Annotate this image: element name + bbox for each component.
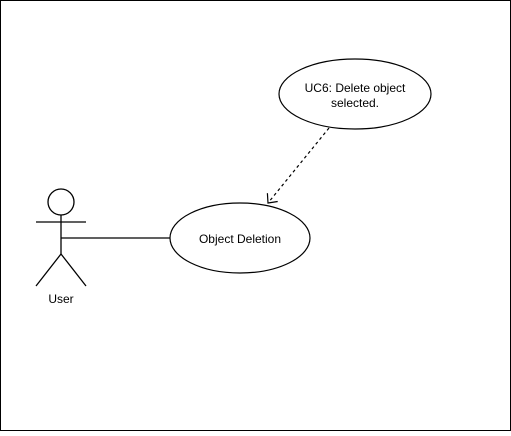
actor-right-leg xyxy=(60,253,87,287)
dependency-line xyxy=(267,127,330,204)
dependency-arrow[interactable] xyxy=(266,127,330,204)
use-case-label-line-1: UC6: Delete object xyxy=(305,81,406,95)
actor-label: User xyxy=(48,292,73,306)
arrowhead-icon xyxy=(266,193,278,204)
use-case-label: Object Deletion xyxy=(199,232,281,246)
use-case-ellipse xyxy=(169,202,311,274)
actor-head xyxy=(47,188,75,216)
actor-left-leg xyxy=(35,253,62,287)
use-case-label-line-2: selected. xyxy=(331,96,379,110)
actor-user[interactable]: User xyxy=(35,188,87,306)
use-case-object-deletion[interactable]: Object Deletion xyxy=(169,202,311,274)
use-case-uc6[interactable]: UC6: Delete object selected. xyxy=(278,58,432,130)
use-case-ellipse xyxy=(278,58,432,130)
